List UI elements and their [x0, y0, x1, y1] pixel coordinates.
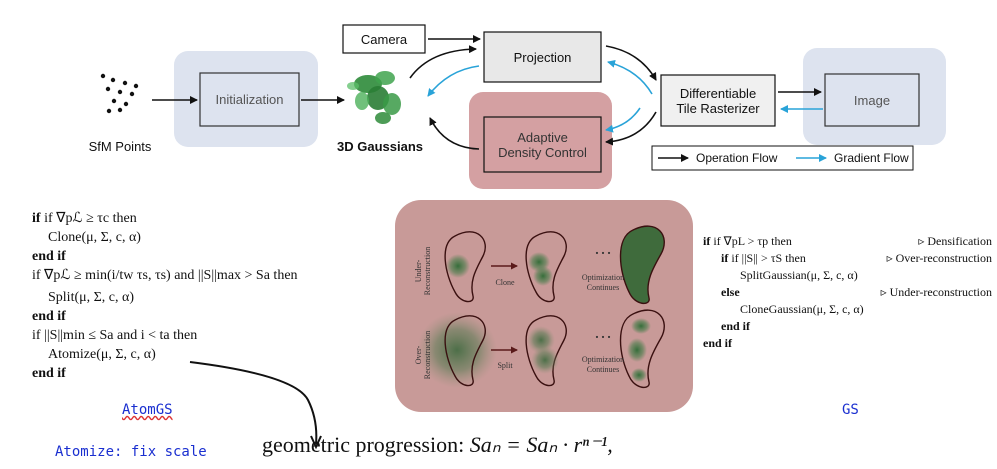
atomgs-line-2: Clone(μ, Σ, c, α)	[48, 230, 141, 245]
atomgs-line-1: if if ∇pℒ ≥ τc then	[32, 211, 137, 226]
sfm-points-icon	[100, 73, 139, 114]
ellipsis-row1: …	[594, 238, 612, 258]
camera-box	[342, 24, 426, 54]
gaussian-row2-b2	[531, 346, 559, 374]
opt-continues-row1: Optimization Continues	[568, 273, 638, 293]
atomgs-line-3: end if	[32, 249, 66, 264]
gs-label: GS	[842, 402, 859, 418]
formula-expression: Saₙ = Saₙ · rⁿ⁻¹,	[469, 432, 613, 457]
gs-line-3: SplitGaussian(μ, Σ, c, α)	[740, 268, 858, 282]
opt-row1-line2: Continues	[586, 283, 620, 292]
opt-row2-line2: Continues	[586, 365, 620, 374]
rasterizer-to-projection-gradient-arrow	[607, 59, 653, 95]
projection-to-gaussians-gradient-arrow	[427, 65, 480, 97]
legend-box	[651, 145, 914, 171]
opt-row2-line1: Optimization	[581, 355, 625, 364]
clone-label: Clone	[495, 278, 515, 287]
initialization-box	[199, 72, 300, 127]
gaussian-row2-c3	[631, 368, 647, 382]
atomgs-line-9: end if	[32, 366, 66, 381]
rasterizer-box	[660, 74, 776, 127]
atomize-note: Atomize: fix scale	[55, 444, 207, 460]
gaussian-row1-b2	[533, 266, 553, 286]
adaptive-box	[483, 116, 602, 173]
adaptive-line2: Density Control	[498, 144, 587, 160]
atomgs-line-7: if ||S||min ≤ Sa and i < ta then	[32, 328, 198, 343]
projection-label: Projection	[513, 49, 572, 65]
projection-to-rasterizer-arrow	[605, 45, 657, 81]
gs-comment-over: ▹ Over-reconstruction	[886, 251, 992, 265]
atomgs-line-4: if ∇pℒ ≥ min(i/tw τs, τs) and ||S||max >…	[32, 268, 298, 283]
gs-line-7: end if	[703, 336, 733, 350]
shape-row1-c	[619, 225, 665, 305]
gs-line-1: if if ∇pL > τp then	[703, 234, 792, 248]
rasterizer-to-adaptive-arrow	[605, 111, 657, 146]
over-reconstruction-label: Over-Reconstruction	[414, 330, 432, 380]
atomgs-line-6: end if	[32, 309, 66, 324]
shape-row2-b	[525, 315, 567, 387]
gs-comment-under: ▹ Under-reconstruction	[880, 285, 992, 299]
formula-prefix: geometric progression:	[262, 432, 465, 457]
gaussians-icon	[347, 71, 401, 124]
projection-box	[483, 31, 602, 83]
gs-line-6: end if	[721, 319, 751, 333]
densification-illustration	[395, 200, 693, 412]
rasterizer-label: Differentiable Tile Rasterizer	[661, 75, 775, 126]
gaussian-row2-big	[417, 312, 497, 388]
ellipsis-row2: …	[594, 322, 612, 342]
shape-row2-c	[619, 309, 665, 389]
gaussians-label: 3D Gaussians	[337, 138, 423, 154]
atomgs-line-5: Split(μ, Σ, c, α)	[48, 290, 134, 305]
rasterizer-line1: Differentiable	[679, 85, 757, 101]
gaussian-row1-a	[446, 254, 470, 278]
shape-row1-b	[525, 231, 567, 303]
image-label: Image	[853, 92, 891, 108]
atomgs-line-8: Atomize(μ, Σ, c, α)	[48, 347, 156, 362]
gaussian-row2-c2	[627, 338, 647, 362]
gs-comment-densification: ▹ Densification	[918, 234, 992, 248]
adaptive-to-gaussians-arrow	[429, 117, 480, 150]
geometric-progression-formula: geometric progression: Saₙ = Saₙ · rⁿ⁻¹,	[262, 432, 613, 458]
opt-continues-row2: Optimization Continues	[568, 355, 638, 375]
gs-line-2: if if ||S|| > τS then	[721, 251, 806, 265]
under-reconstruction-label: Under-Reconstruction	[414, 246, 432, 296]
gs-line-5: CloneGaussian(μ, Σ, c, α)	[740, 302, 864, 316]
split-label: Split	[497, 361, 513, 370]
shape-row2-a	[444, 315, 486, 387]
rasterizer-line2: Tile Rasterizer	[676, 100, 760, 116]
camera-label: Camera	[360, 31, 408, 47]
sfm-points-label: SfM Points	[88, 138, 152, 154]
adaptive-line1: Adaptive	[517, 129, 568, 145]
gaussian-row2-c1	[631, 318, 651, 334]
gaussians-to-projection-arrow	[409, 45, 477, 79]
pipeline-diagram	[100, 24, 946, 189]
gs-line-4: else	[721, 285, 740, 299]
opt-row1-line1: Optimization	[581, 273, 625, 282]
legend-operation-label: Operation Flow	[696, 151, 778, 165]
adaptive-density-label: Adaptive Density Control	[484, 117, 601, 172]
rasterizer-to-adaptive-gradient-arrow	[605, 107, 641, 133]
atomgs-label: AtomGS	[122, 402, 173, 418]
initialization-label: Initialization	[215, 92, 284, 107]
legend-gradient-label: Gradient Flow	[834, 151, 909, 165]
image-box	[824, 73, 920, 127]
shape-row1-a	[444, 231, 486, 303]
